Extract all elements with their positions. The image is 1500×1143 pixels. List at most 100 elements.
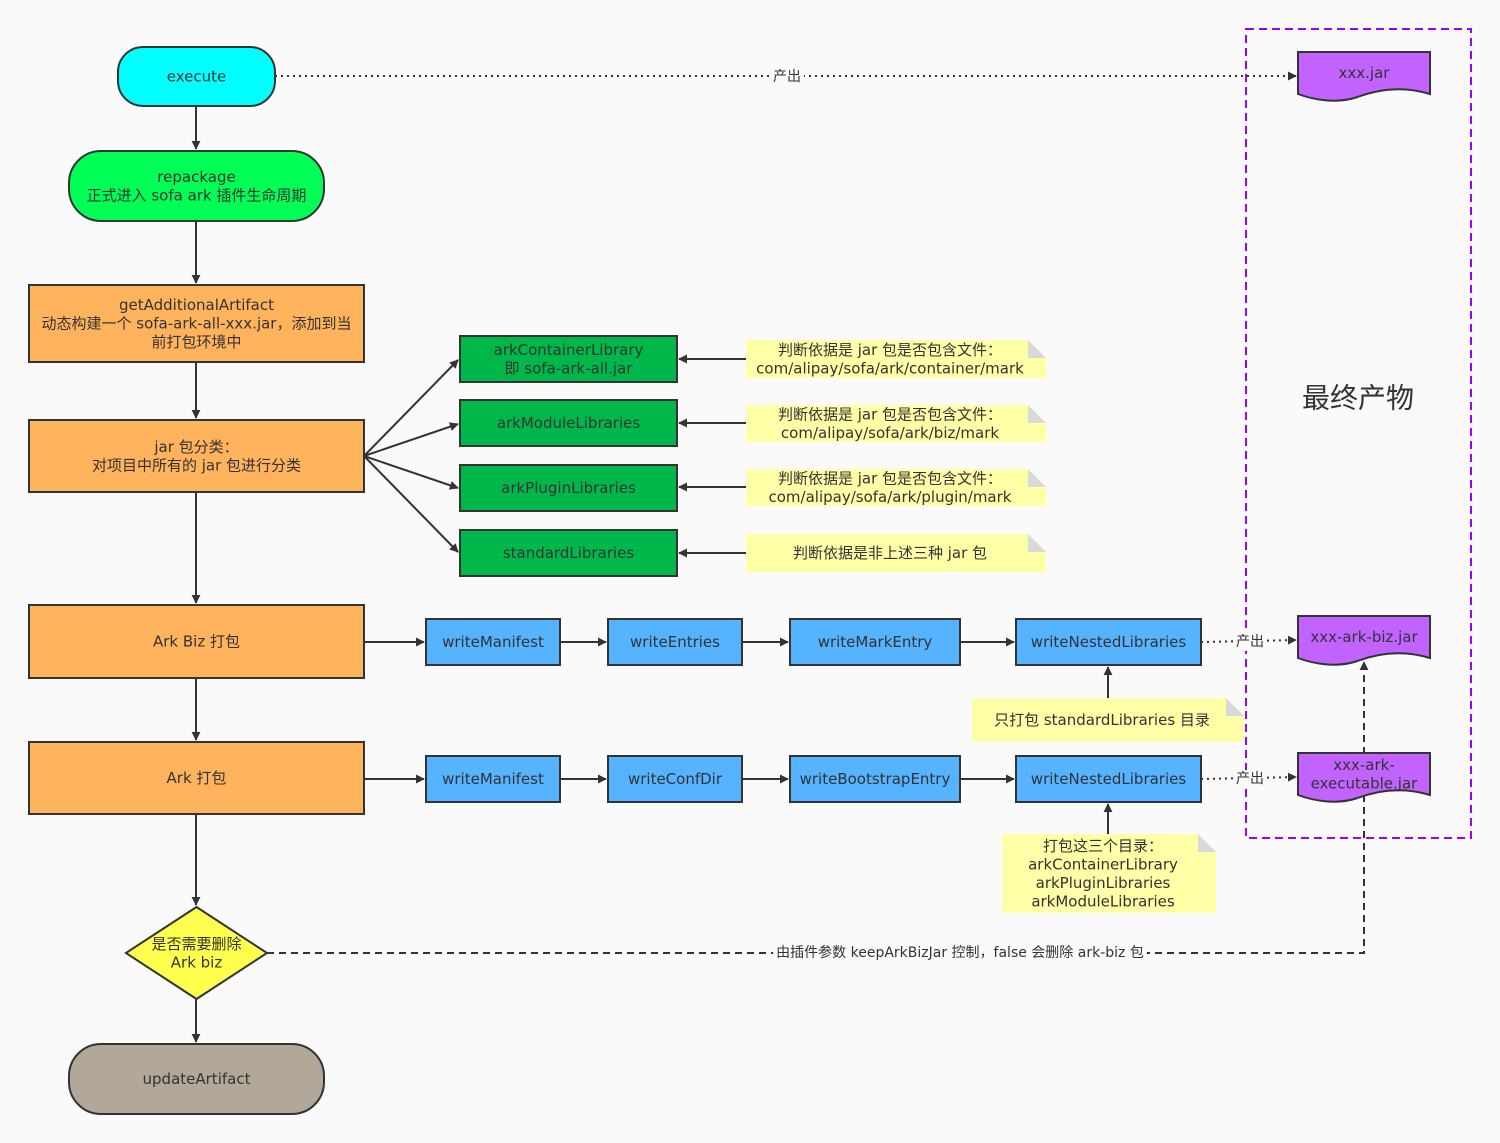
note-standard-note: 判断依据是非上述三种 jar 包 bbox=[746, 534, 1046, 572]
node-jar-classify-shape bbox=[28, 419, 365, 493]
node-biz-write-mark-entry-shape bbox=[789, 618, 961, 666]
node-ark-container-library-line-1: 即 sofa-ark-all.jar bbox=[505, 359, 634, 377]
node-biz-write-manifest: writeManifest bbox=[425, 618, 561, 666]
label-produce-biz-text: 产出 bbox=[1236, 634, 1264, 650]
node-repackage-line-1: 正式进入 sofa ark 插件生命周期 bbox=[87, 186, 307, 204]
note-plugin-note-line-0: 判断依据是 jar 包是否包含文件： bbox=[778, 469, 1002, 487]
label-produce-top: 产出 bbox=[770, 68, 804, 86]
note-biz-note-shape bbox=[746, 405, 1046, 442]
node-xxx-jar-shape bbox=[1297, 51, 1431, 102]
node-update-artifact-line-0: updateArtifact bbox=[143, 1070, 251, 1088]
node-xxx-ark-executable-jar-line-1: executable.jar bbox=[1311, 774, 1418, 792]
note-plugin-note-shape bbox=[746, 469, 1046, 506]
note-container-note: 判断依据是 jar 包是否包含文件：com/alipay/sofa/ark/co… bbox=[746, 340, 1046, 378]
edge-classify-standard bbox=[363, 455, 459, 553]
note-biz-note-line-0: 判断依据是 jar 包是否包含文件： bbox=[778, 405, 1002, 423]
node-ark-write-nested-libraries-shape bbox=[1015, 755, 1202, 803]
label-produce-top-text: 产出 bbox=[773, 69, 801, 85]
node-update-artifact-shape bbox=[68, 1043, 325, 1115]
note-biz-nested-note-shape bbox=[972, 698, 1244, 742]
note-container-note-fold bbox=[1028, 340, 1046, 358]
note-biz-note-fold bbox=[1028, 405, 1046, 423]
note-ark-nested-note: 打包这三个目录：arkContainerLibraryarkPluginLibr… bbox=[1002, 834, 1216, 913]
node-execute: execute bbox=[117, 46, 276, 107]
node-repackage-line-0: repackage bbox=[157, 168, 235, 186]
node-jar-classify-line-0: jar 包分类： bbox=[153, 438, 238, 456]
label-produce-ark-bg bbox=[1233, 770, 1267, 788]
label-keep-biz-text: 由插件参数 keepArkBizJar 控制，false 会删除 ark-biz… bbox=[776, 944, 1144, 961]
node-get-additional-artifact-shape bbox=[28, 284, 365, 363]
node-get-additional-artifact-line-1: 动态构建一个 sofa-ark-all-xxx.jar，添加到当 bbox=[42, 315, 352, 333]
node-ark-module-libraries-line-0: arkModuleLibraries bbox=[497, 414, 641, 432]
label-keep-biz: 由插件参数 keepArkBizJar 控制，false 会删除 ark-biz… bbox=[773, 943, 1147, 962]
label-produce-top-bg bbox=[770, 68, 804, 86]
edge-biznested-bizjar bbox=[1200, 635, 1297, 645]
node-ark-biz-pack-shape bbox=[28, 604, 365, 679]
label-keep-biz-bg bbox=[773, 943, 1147, 962]
node-xxx-jar: xxx.jar bbox=[1297, 51, 1431, 102]
label-produce-biz-bg bbox=[1233, 633, 1267, 651]
node-standard-libraries-line-0: standardLibraries bbox=[503, 544, 635, 562]
final-artifacts-group: 最终产物 bbox=[1245, 28, 1472, 839]
node-xxx-jar-line-0: xxx.jar bbox=[1339, 64, 1391, 82]
node-ark-write-manifest: writeManifest bbox=[425, 755, 561, 803]
node-jar-classify-line-1: 对项目中所有的 jar 包进行分类 bbox=[92, 456, 301, 474]
note-biz-note-line-1: com/alipay/sofa/ark/biz/mark bbox=[781, 424, 999, 442]
node-biz-write-nested-libraries-shape bbox=[1015, 618, 1202, 666]
label-produce-ark: 产出 bbox=[1233, 770, 1267, 788]
node-biz-write-nested-libraries-line-0: writeNestedLibraries bbox=[1031, 633, 1187, 651]
note-plugin-note-fold bbox=[1028, 469, 1046, 487]
node-biz-write-entries-line-0: writeEntries bbox=[630, 633, 720, 651]
edge-classify-container bbox=[363, 359, 459, 457]
node-ark-module-libraries-shape bbox=[459, 399, 678, 447]
node-biz-write-entries: writeEntries bbox=[607, 618, 743, 666]
edge-classify-plugin bbox=[363, 455, 459, 490]
node-delete-decision-line-1: Ark biz bbox=[171, 953, 223, 971]
note-biz-nested-note-fold bbox=[1226, 698, 1244, 716]
label-produce-ark-text: 产出 bbox=[1236, 771, 1264, 787]
node-ark-container-library-shape bbox=[459, 335, 678, 383]
note-plugin-note: 判断依据是 jar 包是否包含文件：com/alipay/sofa/ark/pl… bbox=[746, 469, 1046, 506]
node-get-additional-artifact-line-2: 前打包环境中 bbox=[151, 333, 241, 351]
node-ark-write-manifest-shape bbox=[425, 755, 561, 803]
note-ark-nested-note-shape bbox=[1002, 834, 1216, 913]
node-delete-decision-shape bbox=[124, 905, 269, 1001]
node-ark-write-manifest-line-0: writeManifest bbox=[442, 770, 544, 788]
node-repackage-shape bbox=[68, 150, 325, 222]
node-ark-pack-line-0: Ark 打包 bbox=[167, 769, 227, 787]
edge-arknested-execjar bbox=[1200, 772, 1297, 782]
note-biz-nested-note-line-0: 只打包 standardLibraries 目录 bbox=[994, 711, 1210, 729]
note-container-note-shape bbox=[746, 340, 1046, 378]
node-xxx-ark-biz-jar-shape bbox=[1297, 615, 1431, 666]
final-artifacts-border bbox=[1245, 28, 1472, 839]
note-biz-nested-note: 只打包 standardLibraries 目录 bbox=[972, 698, 1244, 742]
node-execute-line-0: execute bbox=[167, 68, 226, 86]
note-biz-note: 判断依据是 jar 包是否包含文件：com/alipay/sofa/ark/bi… bbox=[746, 405, 1046, 442]
edge-classify-module bbox=[363, 422, 459, 457]
node-ark-write-bootstrap-entry-line-0: writeBootstrapEntry bbox=[800, 770, 951, 788]
note-ark-nested-note-fold bbox=[1198, 834, 1216, 852]
note-container-note-line-0: 判断依据是 jar 包是否包含文件： bbox=[778, 341, 1002, 359]
node-ark-write-bootstrap-entry-shape bbox=[789, 755, 961, 803]
node-ark-module-libraries: arkModuleLibraries bbox=[459, 399, 678, 447]
node-delete-decision-line-0: 是否需要删除 bbox=[151, 935, 241, 953]
node-biz-write-mark-entry-line-0: writeMarkEntry bbox=[818, 633, 933, 651]
node-get-additional-artifact-line-0: getAdditionalArtifact bbox=[119, 296, 274, 314]
node-update-artifact: updateArtifact bbox=[68, 1043, 325, 1115]
node-biz-write-mark-entry: writeMarkEntry bbox=[789, 618, 961, 666]
node-ark-plugin-libraries: arkPluginLibraries bbox=[459, 464, 678, 512]
node-biz-write-entries-shape bbox=[607, 618, 743, 666]
node-biz-write-manifest-shape bbox=[425, 618, 561, 666]
node-ark-container-library-line-0: arkContainerLibrary bbox=[494, 341, 644, 359]
node-xxx-ark-biz-jar: xxx-ark-biz.jar bbox=[1297, 615, 1431, 666]
node-ark-write-conf-dir-shape bbox=[607, 755, 743, 803]
final-artifacts-label: 最终产物 bbox=[1302, 382, 1414, 415]
node-jar-classify: jar 包分类：对项目中所有的 jar 包进行分类 bbox=[28, 419, 365, 493]
node-ark-write-conf-dir-line-0: writeConfDir bbox=[628, 770, 723, 788]
node-ark-write-bootstrap-entry: writeBootstrapEntry bbox=[789, 755, 961, 803]
node-ark-biz-pack: Ark Biz 打包 bbox=[28, 604, 365, 679]
note-ark-nested-note-line-3: arkModuleLibraries bbox=[1031, 892, 1175, 910]
